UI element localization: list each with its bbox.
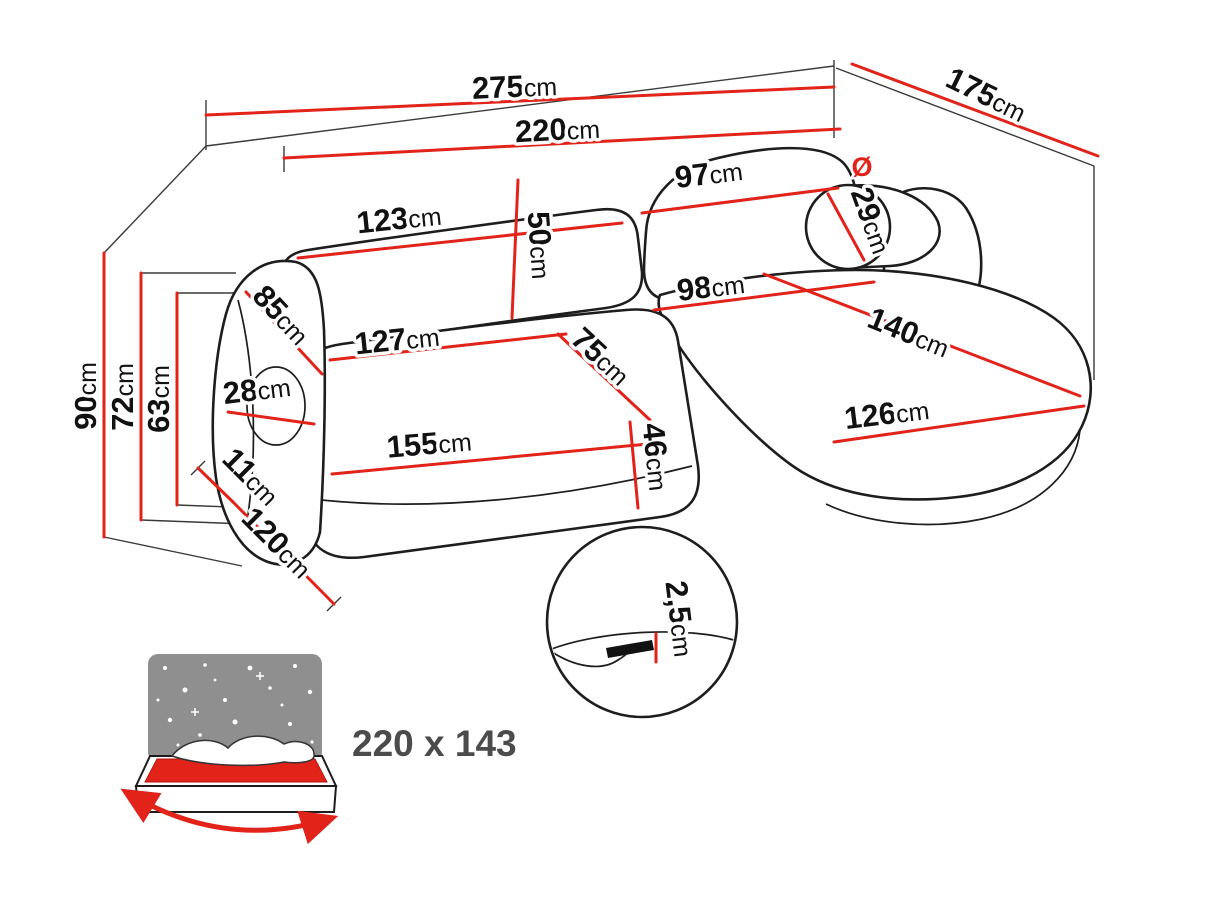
detail-callout [545, 525, 739, 719]
box-left-bottom-edge [103, 536, 243, 567]
dim-label-155: 155cm [385, 422, 473, 464]
dim-line-120 [231, 500, 336, 606]
dim-line-175 [850, 62, 1100, 158]
dim-line-155 [330, 442, 650, 476]
dim-label-127-unit: cm [405, 324, 441, 355]
mattress-front [134, 785, 338, 813]
dim-label-155-unit: cm [437, 428, 473, 459]
dim-label-155-num: 155 [385, 425, 440, 464]
dim-line-97 [640, 186, 840, 215]
dim-label-175: 175cm [941, 60, 1033, 129]
dim-label-46-num: 46 [635, 421, 673, 459]
dim-label-28-unit: cm [256, 374, 292, 406]
detail-circle [545, 525, 739, 719]
dim-line-29-diameter [826, 192, 866, 262]
dim-label-275-unit: cm [523, 73, 558, 102]
dim-label-126-num: 126 [842, 395, 898, 436]
box-depth-edge [835, 67, 1095, 167]
dim-line-140 [762, 272, 1082, 398]
dim-label-97-unit: cm [708, 158, 744, 190]
dim-label-98-unit: cm [710, 271, 746, 303]
unfold-arrow [120, 788, 339, 845]
dimension-lines [102, 62, 1100, 606]
dim-line-127 [328, 332, 568, 362]
dim-line-98 [652, 280, 876, 312]
dim-label-50-num: 50 [521, 210, 558, 247]
dim-label-2-5-unit: cm [665, 622, 697, 658]
detail-leg [606, 640, 654, 658]
dim-label-50-unit: cm [524, 245, 554, 280]
dim-label-72-unit: cm [111, 363, 139, 396]
dim-label-2-5-num: 2,5 [658, 579, 698, 626]
left-armrest-round-crease [246, 366, 306, 446]
dim-label-220-num: 220 [514, 112, 567, 150]
dim-label-97-num: 97 [673, 156, 711, 195]
dim-label-63-num: 63 [141, 398, 176, 432]
dim-label-127-num: 127 [353, 321, 408, 361]
sleeping-area-icon [120, 654, 339, 845]
dim-label-46-unit: cm [640, 456, 671, 492]
dim-label-63: 63cm [141, 365, 176, 433]
dim-label-275-num: 275 [471, 69, 524, 106]
dim-line-11 [196, 466, 235, 504]
dim-line-85 [244, 290, 324, 376]
dim-label-90-unit: cm [74, 362, 102, 395]
dim-line-220 [282, 127, 842, 160]
dim-label-123-unit: cm [407, 203, 443, 234]
duvet [170, 735, 315, 767]
dim-line-28 [226, 410, 316, 426]
chaise-seat [657, 268, 1093, 501]
dim-line-123 [296, 221, 624, 260]
dim-label-72: 72cm [105, 363, 140, 431]
sleeping-area-size-label: 220 x 143 [352, 723, 517, 764]
box-top-back-edge [205, 65, 835, 147]
dim-line-126 [832, 404, 1086, 444]
dim-label-123: 123cm [355, 197, 443, 241]
chaise-front-edge [825, 429, 1081, 526]
dim-line-50 [510, 178, 520, 320]
dim-label-90-num: 90 [68, 395, 103, 429]
dim-label-50: 50cm [521, 210, 561, 280]
dim-label-220-unit: cm [566, 116, 601, 146]
dim-label-98: 98cm [675, 265, 747, 308]
detail-contents [549, 631, 735, 668]
dim-line-75 [556, 332, 652, 422]
sofa-outline [211, 146, 1093, 566]
dim-label-275: 275cm [471, 67, 558, 106]
dim-label-28-num: 28 [221, 372, 259, 411]
headboard-panel [148, 654, 322, 762]
dim-label-28: 28cm [221, 368, 293, 411]
left-armrest [211, 259, 327, 566]
dim-label-126-unit: cm [894, 397, 930, 429]
dim-label-46: 46cm [635, 421, 677, 492]
dim-label-98-num: 98 [675, 269, 713, 308]
dim-label-90: 90cm [68, 362, 103, 430]
diameter-symbol: Ø [851, 152, 872, 182]
dim-line-275 [204, 85, 836, 117]
box-left-top-edge [103, 145, 207, 254]
detail-sofa-bottom-edge [549, 631, 735, 651]
left-armrest-crease [237, 299, 255, 516]
dim-label-220: 220cm [514, 110, 601, 149]
dim-label-123-num: 123 [355, 200, 410, 240]
dim-label-63-unit: cm [147, 365, 175, 398]
seat-front-crease [303, 465, 693, 505]
dim-line-46 [628, 420, 640, 510]
dim-label-72-num: 72 [105, 396, 140, 430]
